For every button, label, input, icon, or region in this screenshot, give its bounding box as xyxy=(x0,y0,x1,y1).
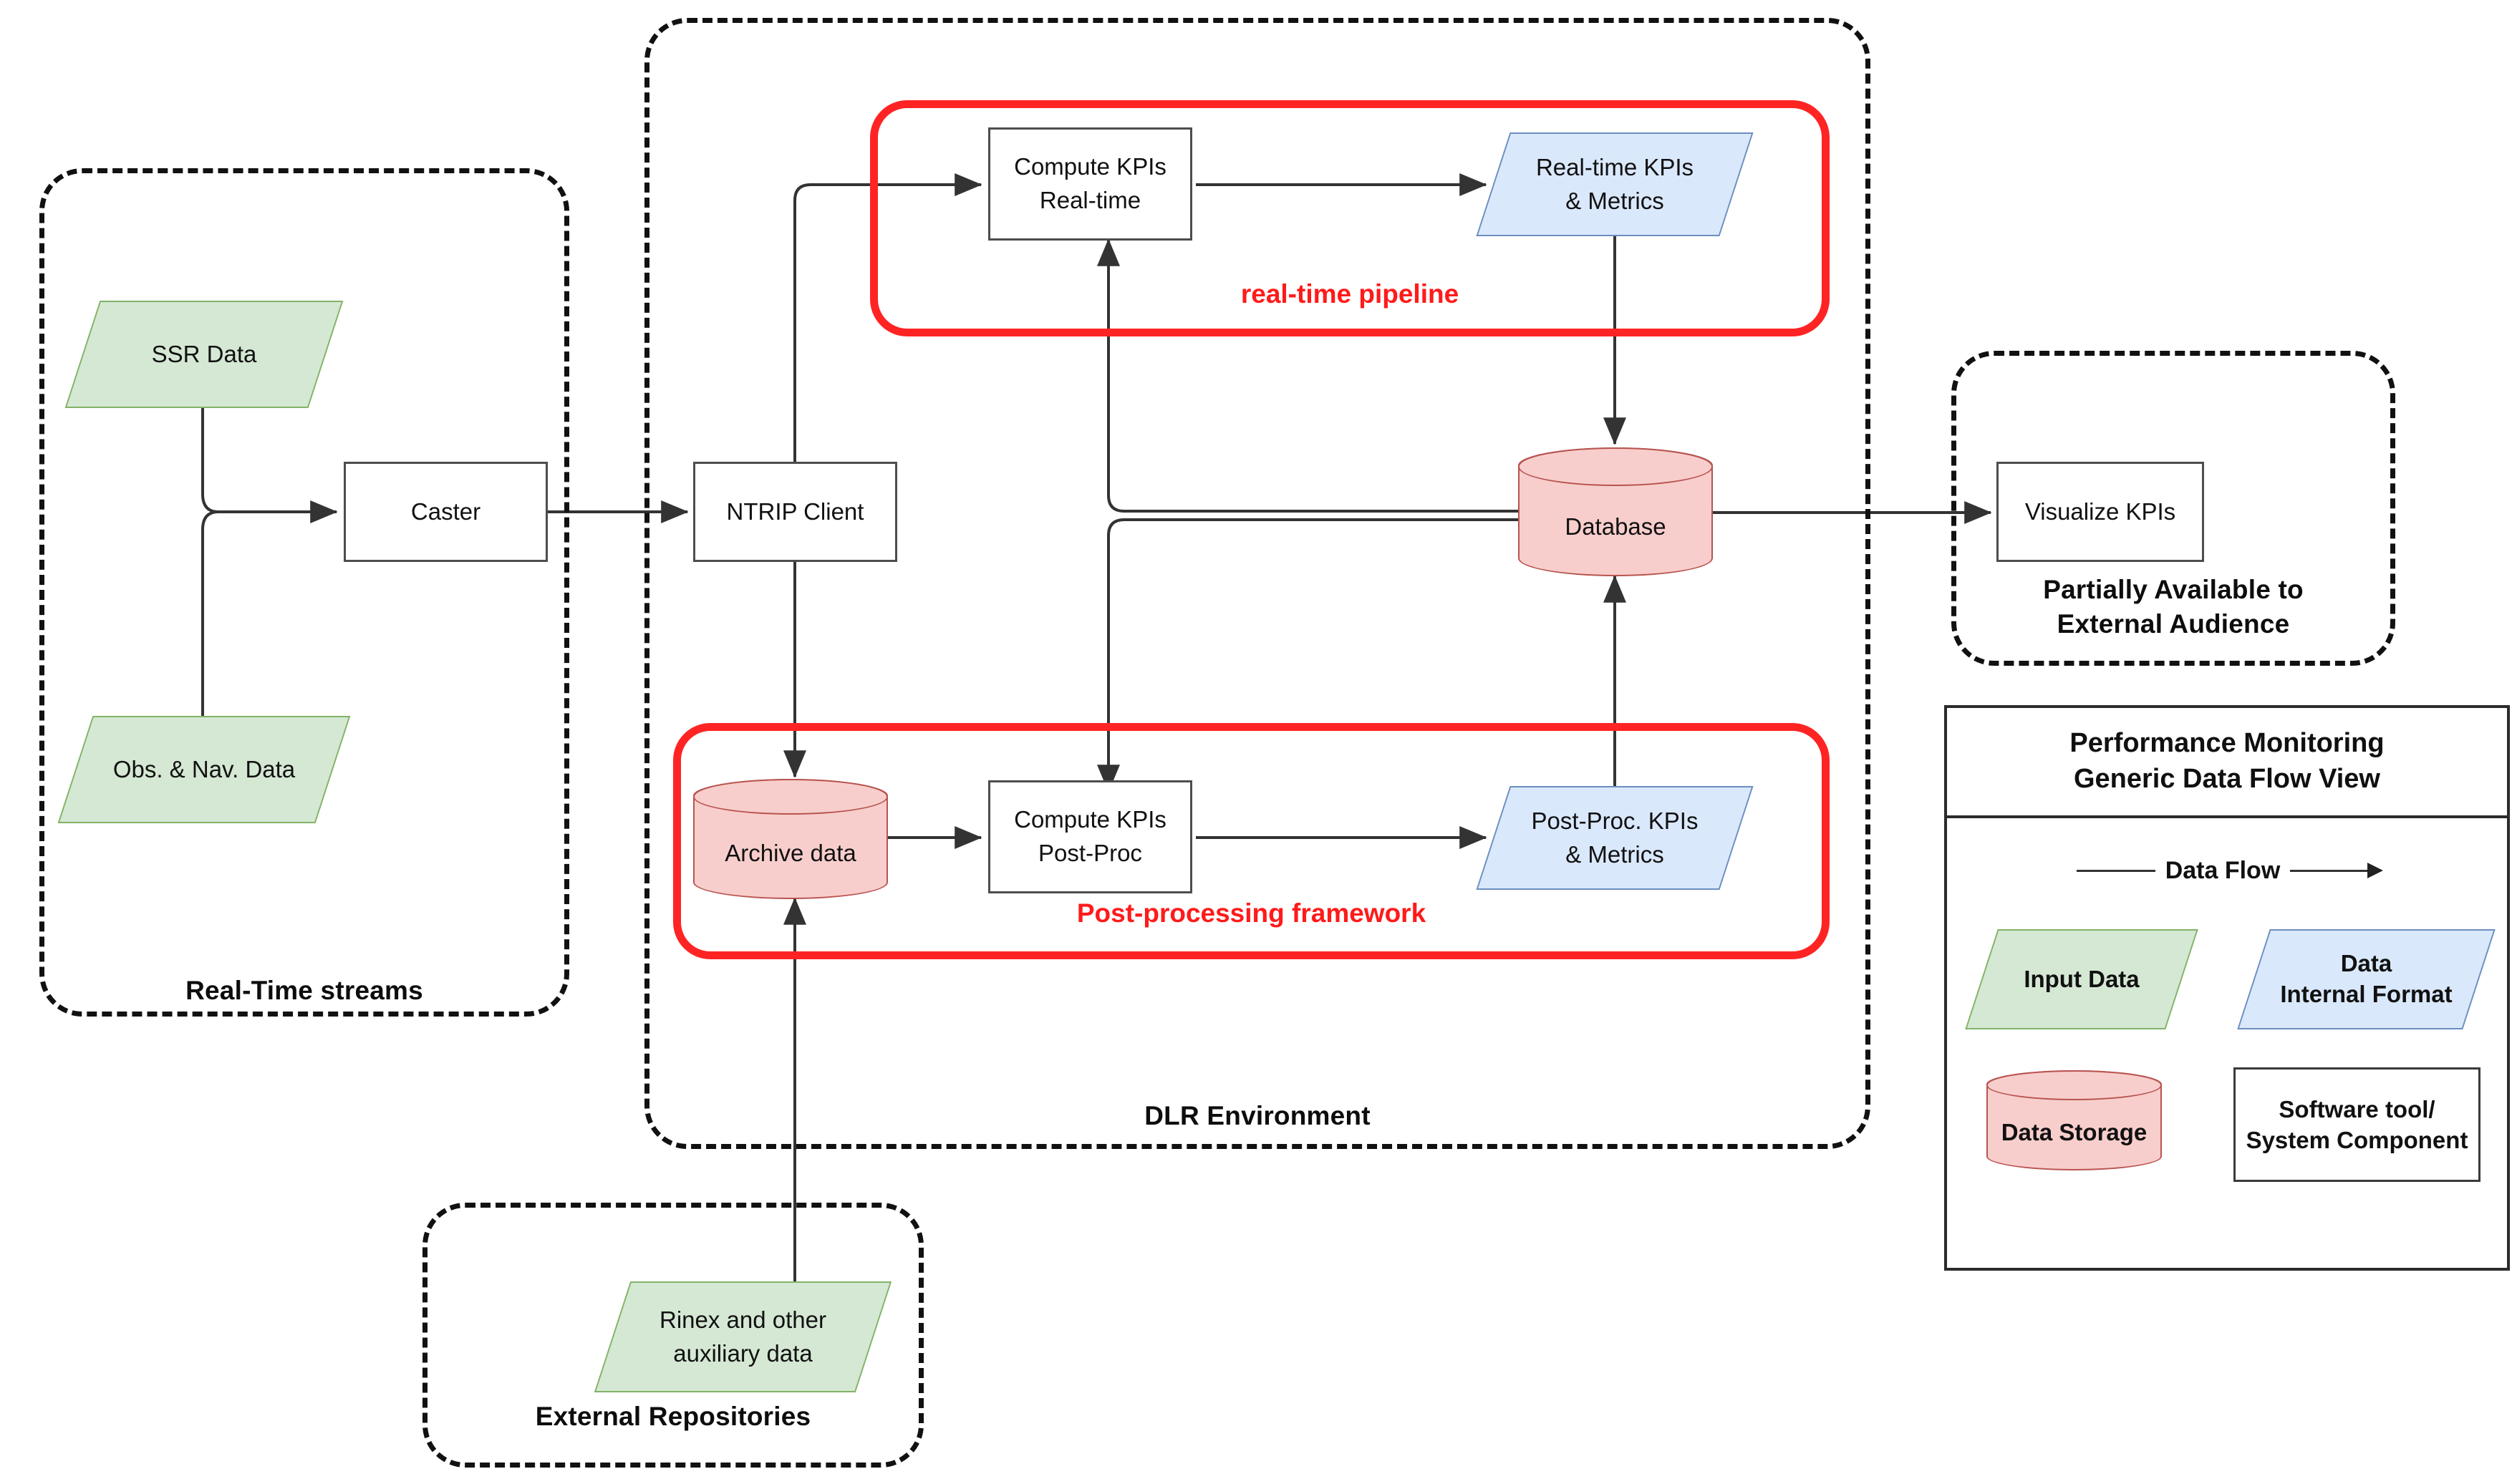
frame-label-post-processing: Post-processing framework xyxy=(1076,898,1426,928)
node-caster[interactable]: Caster xyxy=(344,462,548,562)
node-obs-nav-data[interactable]: Obs. & Nav. Data xyxy=(57,716,351,823)
node-rinex-aux-data[interactable]: Rinex and other auxiliary data xyxy=(594,1281,892,1392)
data-flow-line-icon xyxy=(2076,869,2155,872)
group-external-audience xyxy=(1951,351,2395,666)
legend-item-data-storage: Data Storage xyxy=(1986,1070,2162,1171)
group-real-time-streams xyxy=(39,168,569,1017)
node-label: SSR Data xyxy=(151,340,257,367)
frame-post-processing xyxy=(673,723,1830,959)
node-label: Database xyxy=(1565,513,1666,540)
node-label: Post-Proc. KPIs & Metrics xyxy=(1531,807,1699,868)
legend-item-label: Data Storage xyxy=(2001,1119,2148,1146)
node-ssr-data[interactable]: SSR Data xyxy=(64,301,344,408)
cylinder-lid xyxy=(1518,447,1713,486)
node-label: Archive data xyxy=(725,839,856,866)
node-label: Obs. & Nav. Data xyxy=(112,755,296,782)
node-compute-kpis-realtime[interactable]: Compute KPIs Real-time xyxy=(988,127,1192,241)
legend-item-data-internal-format: Data Internal Format xyxy=(2237,929,2496,1030)
group-label-dlr-environment: DLR Environment xyxy=(1144,1101,1371,1130)
node-label: Real-time KPIs & Metrics xyxy=(1535,153,1694,214)
legend-data-flow-row: Data Flow xyxy=(1947,850,2512,891)
cylinder-lid xyxy=(1986,1070,2162,1101)
legend-item-label: Data Internal Format xyxy=(2280,950,2453,1008)
frame-real-time-pipeline xyxy=(870,100,1830,336)
group-label-external-audience: Partially Available to External Audience xyxy=(2043,575,2304,639)
group-label-real-time-streams: Real-Time streams xyxy=(185,976,423,1005)
node-label: Rinex and other auxiliary data xyxy=(660,1306,826,1367)
node-postproc-kpis-metrics[interactable]: Post-Proc. KPIs & Metrics xyxy=(1476,786,1754,890)
legend-panel: Performance Monitoring Generic Data Flow… xyxy=(1944,705,2510,1271)
legend-data-flow-label: Data Flow xyxy=(2165,856,2281,884)
cylinder-lid xyxy=(693,779,888,815)
frame-label-real-time-pipeline: real-time pipeline xyxy=(1240,279,1459,309)
legend-item-software-tool: Software tool/ System Component xyxy=(2233,1067,2480,1183)
group-external-repositories xyxy=(422,1203,924,1468)
node-ntrip-client[interactable]: NTRIP Client xyxy=(693,462,897,562)
legend-title: Performance Monitoring Generic Data Flow… xyxy=(1947,708,2507,819)
node-archive-data[interactable]: Archive data xyxy=(693,779,888,899)
node-database[interactable]: Database xyxy=(1518,447,1713,576)
group-label-external-repositories: External Repositories xyxy=(535,1402,811,1431)
node-realtime-kpis-metrics[interactable]: Real-time KPIs & Metrics xyxy=(1476,132,1754,236)
legend-item-input-data: Input Data xyxy=(1965,929,2198,1030)
group-dlr-environment xyxy=(644,18,1870,1149)
node-visualize-kpis[interactable]: Visualize KPIs xyxy=(1996,462,2204,562)
legend-body: Data Flow Input Data Data Internal Forma… xyxy=(1947,818,2507,1183)
legend-item-label: Input Data xyxy=(2024,965,2140,992)
node-compute-kpis-postproc[interactable]: Compute KPIs Post-Proc xyxy=(988,780,1192,893)
data-flow-arrow-icon xyxy=(2290,863,2384,879)
